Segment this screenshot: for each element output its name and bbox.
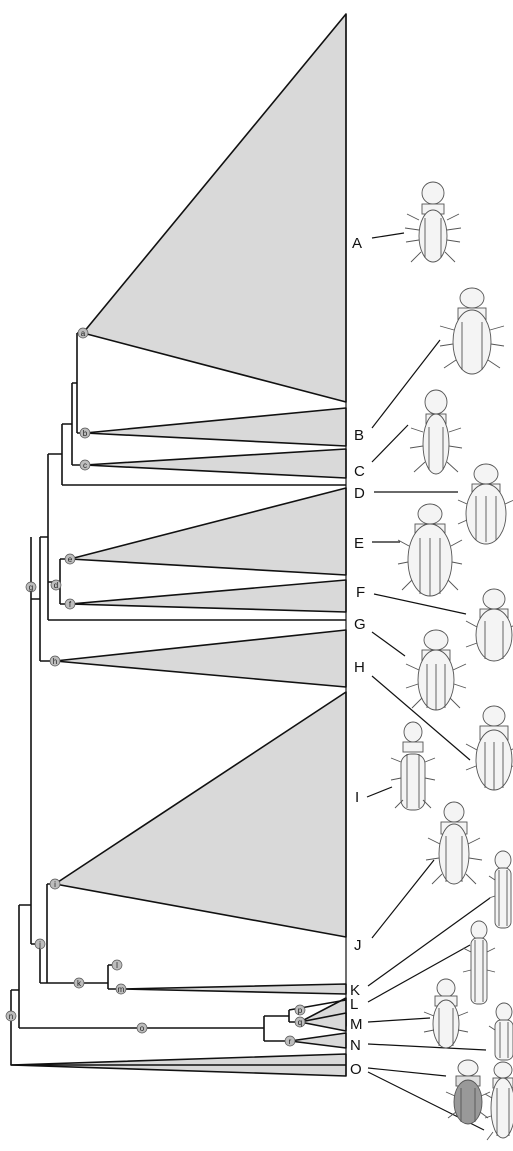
- node-label-l: l: [116, 961, 118, 970]
- node-label-q: q: [298, 1018, 302, 1027]
- clade-label-l: L: [350, 996, 358, 1013]
- node-marker-q: q: [295, 1017, 305, 1027]
- node-marker-c: c: [80, 460, 90, 470]
- node-marker-r: r: [285, 1036, 295, 1046]
- node-label-j: j: [38, 940, 41, 949]
- clade-label-i: I: [355, 789, 359, 806]
- clade-label-g: G: [354, 616, 366, 633]
- clade-label-j: J: [354, 937, 362, 954]
- node-label-e: e: [68, 555, 73, 564]
- node-marker-j: j: [35, 939, 45, 949]
- node-marker-i: i: [50, 879, 60, 889]
- node-marker-e: e: [65, 554, 75, 564]
- node-marker-o: o: [137, 1023, 147, 1033]
- node-marker-d: d: [51, 580, 61, 590]
- clade-label-n: N: [350, 1037, 361, 1054]
- node-label-b: b: [83, 429, 88, 438]
- node-label-p: p: [298, 1006, 303, 1015]
- node-label-n: n: [9, 1012, 13, 1021]
- clade-label-c: C: [354, 463, 365, 480]
- node-marker-b: b: [80, 428, 90, 438]
- clade-label-f: F: [356, 584, 365, 601]
- node-label-h: h: [53, 657, 57, 666]
- node-marker-k: k: [74, 978, 84, 988]
- node-marker-m: m: [116, 984, 126, 994]
- node-marker-l: l: [112, 960, 122, 970]
- node-marker-g: g: [26, 582, 36, 592]
- node-label-m: m: [118, 985, 125, 994]
- node-marker-p: p: [295, 1005, 305, 1015]
- node-label-i: i: [54, 880, 56, 889]
- node-label-d: d: [54, 581, 58, 590]
- clade-label-b: B: [354, 427, 364, 444]
- clade-label-e: E: [354, 535, 364, 552]
- node-marker-h: h: [50, 656, 60, 666]
- node-label-r: r: [289, 1037, 292, 1046]
- clade-label-m: M: [350, 1016, 363, 1033]
- clade-label-d: D: [354, 485, 365, 502]
- node-label-o: o: [140, 1024, 145, 1033]
- node-marker-f: f: [65, 599, 75, 609]
- clade-label-a: A: [352, 235, 362, 252]
- node-label-c: c: [83, 461, 87, 470]
- node-marker-n: n: [6, 1011, 16, 1021]
- node-label-a: a: [81, 329, 86, 338]
- node-label-g: g: [29, 583, 33, 592]
- node-marker-a: a: [78, 328, 88, 338]
- clade-label-h: H: [354, 659, 365, 676]
- clade-label-o: O: [350, 1061, 362, 1078]
